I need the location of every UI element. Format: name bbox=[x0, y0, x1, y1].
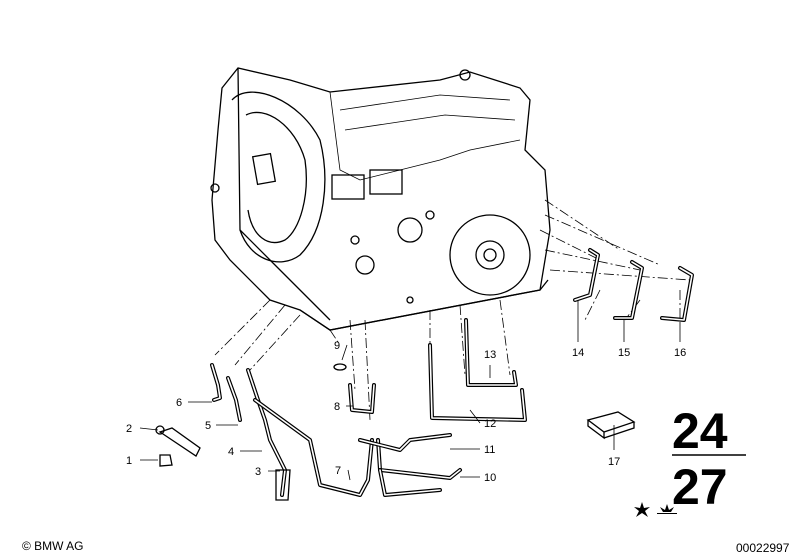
part-label-5[interactable]: 5 bbox=[205, 420, 211, 432]
assembly-lines bbox=[214, 199, 691, 421]
half-star-icon bbox=[657, 504, 677, 514]
group-number-bottom: 27 bbox=[672, 459, 728, 515]
part-label-2[interactable]: 2 bbox=[126, 423, 132, 435]
group-number-top: 24 bbox=[672, 403, 728, 459]
star-icon bbox=[634, 502, 650, 517]
part-label-9[interactable]: 9 bbox=[334, 340, 340, 352]
part-label-1[interactable]: 1 bbox=[126, 455, 132, 467]
part-label-4[interactable]: 4 bbox=[228, 446, 234, 458]
oil-pipes bbox=[155, 248, 694, 501]
image-number: 00022997 bbox=[736, 541, 790, 555]
part-label-10[interactable]: 10 bbox=[484, 472, 496, 484]
part-label-12[interactable]: 12 bbox=[484, 418, 496, 430]
part-label-6[interactable]: 6 bbox=[176, 397, 182, 409]
callout-leaders bbox=[139, 300, 681, 481]
copyright: © BMW AG bbox=[22, 539, 84, 553]
part-label-17[interactable]: 17 bbox=[608, 456, 620, 468]
part-label-15[interactable]: 15 bbox=[618, 347, 630, 359]
part-label-11[interactable]: 11 bbox=[484, 444, 495, 456]
part-label-3[interactable]: 3 bbox=[255, 466, 261, 478]
part-label-7[interactable]: 7 bbox=[335, 465, 341, 477]
part-label-13[interactable]: 13 bbox=[484, 349, 496, 361]
part-label-16[interactable]: 16 bbox=[674, 347, 686, 359]
transmission-housing bbox=[210, 67, 551, 331]
part-label-14[interactable]: 14 bbox=[572, 347, 584, 359]
part-label-8[interactable]: 8 bbox=[334, 401, 340, 413]
